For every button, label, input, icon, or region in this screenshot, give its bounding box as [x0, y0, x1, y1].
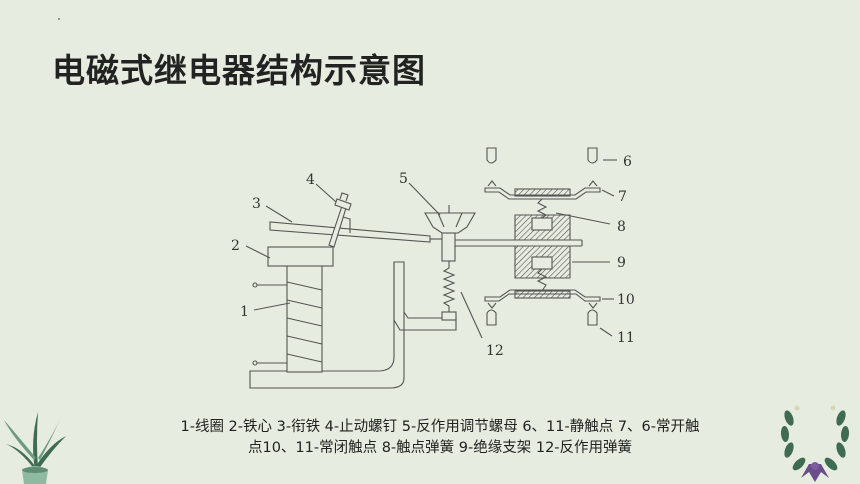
label-10: 10	[617, 292, 635, 308]
wreath-decoration-icon	[780, 405, 850, 482]
upper-contact-plate	[484, 187, 601, 200]
label-7: 7	[618, 189, 627, 205]
label-1: 1	[240, 304, 249, 320]
lower-contact-plate	[484, 289, 601, 302]
stop-screw	[328, 205, 347, 248]
caption-line-1: 1-线圈 2-铁心 3-衔铁 4-止动螺钉 5-反作用调节螺母 6、11-静触点…	[180, 419, 700, 435]
iron-core	[267, 246, 334, 267]
contact-spring-upper	[536, 198, 548, 219]
static-contact-top-left	[486, 147, 497, 164]
label-2: 2	[231, 238, 240, 254]
slide-title: 电磁式继电器结构示意图	[52, 51, 426, 90]
spring-support	[393, 262, 457, 331]
label-12: 12	[486, 343, 504, 359]
reaction-spring	[442, 261, 456, 312]
caption-line-2: 点10、11-常闭触点 8-触点弹簧 9-绝缘支架 12-反作用弹簧	[247, 440, 633, 456]
label-4: 4	[306, 172, 315, 188]
label-9: 9	[617, 255, 626, 271]
coil	[286, 264, 323, 373]
plant-decoration-icon	[4, 412, 66, 484]
label-6: 6	[623, 154, 632, 170]
adjust-nut	[424, 212, 476, 234]
label-3: 3	[252, 196, 261, 212]
insulating-support	[514, 214, 571, 279]
label-8: 8	[617, 219, 626, 235]
corner-dot	[58, 18, 60, 20]
yoke	[249, 261, 405, 389]
coil-winding	[286, 281, 323, 363]
label-11: 11	[617, 330, 635, 346]
contact-spring-lower	[536, 268, 548, 292]
static-contact-top-right	[587, 147, 598, 164]
static-contact-bottom-right	[587, 309, 598, 326]
static-contact-bottom-left	[486, 309, 497, 326]
label-5: 5	[399, 171, 408, 187]
